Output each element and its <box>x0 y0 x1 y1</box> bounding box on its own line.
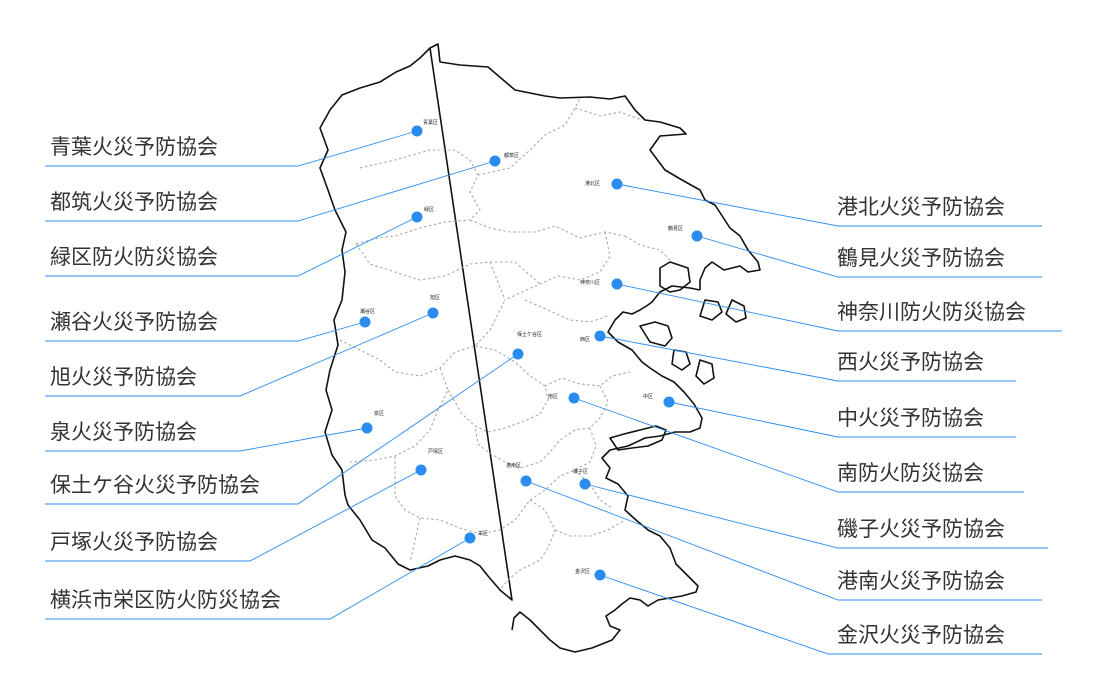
ward-marker-midori[interactable] <box>411 211 423 223</box>
ward-label-midori: 緑区 <box>424 207 435 213</box>
ward-marker-naka[interactable] <box>663 396 675 408</box>
association-konan[interactable]: 港南火災予防協会 <box>837 569 1005 593</box>
ward-marker-tsurumi[interactable] <box>691 230 703 242</box>
leader-lines <box>45 130 1062 655</box>
ward-label-izumi: 泉区 <box>374 411 385 417</box>
ward-label-konan: 港南区 <box>506 463 522 469</box>
leader-line-seya <box>45 321 366 342</box>
ward-label-kanagawa: 神奈川区 <box>580 280 601 286</box>
leader-line-izumi <box>45 427 368 452</box>
association-tsurumi[interactable]: 鶴見火災予防協会 <box>837 246 1005 270</box>
ward-marker-kanazawa[interactable] <box>594 569 606 581</box>
ward-borders <box>339 97 673 591</box>
leader-line-aoba <box>45 130 418 167</box>
leader-line-tsurumi <box>696 235 1042 278</box>
ward-label-kohoku: 港北区 <box>585 181 601 187</box>
ward-label-kanazawa: 金沢区 <box>575 569 591 575</box>
association-minami[interactable]: 南防火防災協会 <box>837 461 984 485</box>
leader-line-kanazawa <box>599 574 1042 655</box>
ward-label-minami: 南区 <box>548 394 559 400</box>
leader-line-sakae <box>45 537 471 620</box>
association-naka[interactable]: 中火災予防協会 <box>837 406 984 430</box>
ward-label-tsurumi: 鶴見区 <box>668 226 684 232</box>
leader-line-tsuzuki <box>45 160 496 222</box>
leader-line-naka <box>668 401 1016 438</box>
association-kanazawa[interactable]: 金沢火災予防協会 <box>837 623 1005 647</box>
association-isogo[interactable]: 磯子火災予防協会 <box>837 517 1005 541</box>
ward-marker-sakae[interactable] <box>464 532 476 544</box>
association-totsuka[interactable]: 戸塚火災予防協会 <box>50 530 218 554</box>
ward-marker-tsuzuki[interactable] <box>489 155 501 167</box>
ward-marker-seya[interactable] <box>359 316 371 328</box>
ward-marker-izumi[interactable] <box>361 422 373 434</box>
ward-label-totsuka: 戸塚区 <box>428 449 444 455</box>
leader-line-kanagawa <box>616 283 1062 332</box>
ward-marker-aoba[interactable] <box>411 125 423 137</box>
leader-line-minami <box>573 397 1024 493</box>
leader-line-isogo <box>584 483 1048 549</box>
association-hodogaya[interactable]: 保土ケ谷火災予防協会 <box>50 473 260 497</box>
association-tsuzuki[interactable]: 都筑火災予防協会 <box>50 190 218 214</box>
leader-line-midori <box>45 216 418 277</box>
city-outline <box>319 43 741 653</box>
ward-marker-kohoku[interactable] <box>611 178 623 190</box>
leader-line-nishi <box>599 335 1016 382</box>
leader-line-asahi <box>45 312 434 397</box>
association-kohoku[interactable]: 港北火災予防協会 <box>837 195 1005 219</box>
ward-label-sakae: 栄区 <box>478 531 489 537</box>
association-seya[interactable]: 瀬谷火災予防協会 <box>50 310 218 334</box>
harbor-outline <box>609 235 761 451</box>
association-izumi[interactable]: 泉火災予防協会 <box>50 420 197 444</box>
ward-marker-nishi[interactable] <box>594 330 606 342</box>
ward-label-seya: 瀬谷区 <box>360 309 376 315</box>
leader-line-konan <box>525 480 1042 601</box>
ward-label-nishi: 西区 <box>580 337 591 343</box>
ward-label-tsuzuki: 都筑区 <box>504 153 520 159</box>
association-midori[interactable]: 緑区防火防災協会 <box>50 245 218 269</box>
leader-line-totsuka <box>45 469 422 562</box>
ward-label-hodogaya: 保土ケ谷区 <box>517 332 543 338</box>
ward-marker-hodogaya[interactable] <box>512 348 524 360</box>
ward-marker-minami[interactable] <box>568 392 580 404</box>
association-nishi[interactable]: 西火災予防協会 <box>837 350 984 374</box>
association-asahi[interactable]: 旭火災予防協会 <box>50 365 197 389</box>
association-aoba[interactable]: 青葉火災予防協会 <box>50 135 218 159</box>
leader-line-kohoku <box>616 183 1042 227</box>
association-kanagawa[interactable]: 神奈川防火防災協会 <box>837 300 1026 324</box>
ward-marker-isogo[interactable] <box>579 478 591 490</box>
ward-marker-totsuka[interactable] <box>415 464 427 476</box>
ward-marker-konan[interactable] <box>520 475 532 487</box>
ward-marker-kanagawa[interactable] <box>611 278 623 290</box>
ward-label-naka: 中区 <box>643 394 654 400</box>
ward-marker-asahi[interactable] <box>427 307 439 319</box>
leader-line-hodogaya <box>45 353 519 505</box>
ward-label-asahi: 旭区 <box>430 295 441 301</box>
association-sakae[interactable]: 横浜市栄区防火防災協会 <box>50 588 281 612</box>
ward-label-isogo: 磯子区 <box>573 469 589 475</box>
ward-label-aoba: 青葉区 <box>423 120 439 126</box>
